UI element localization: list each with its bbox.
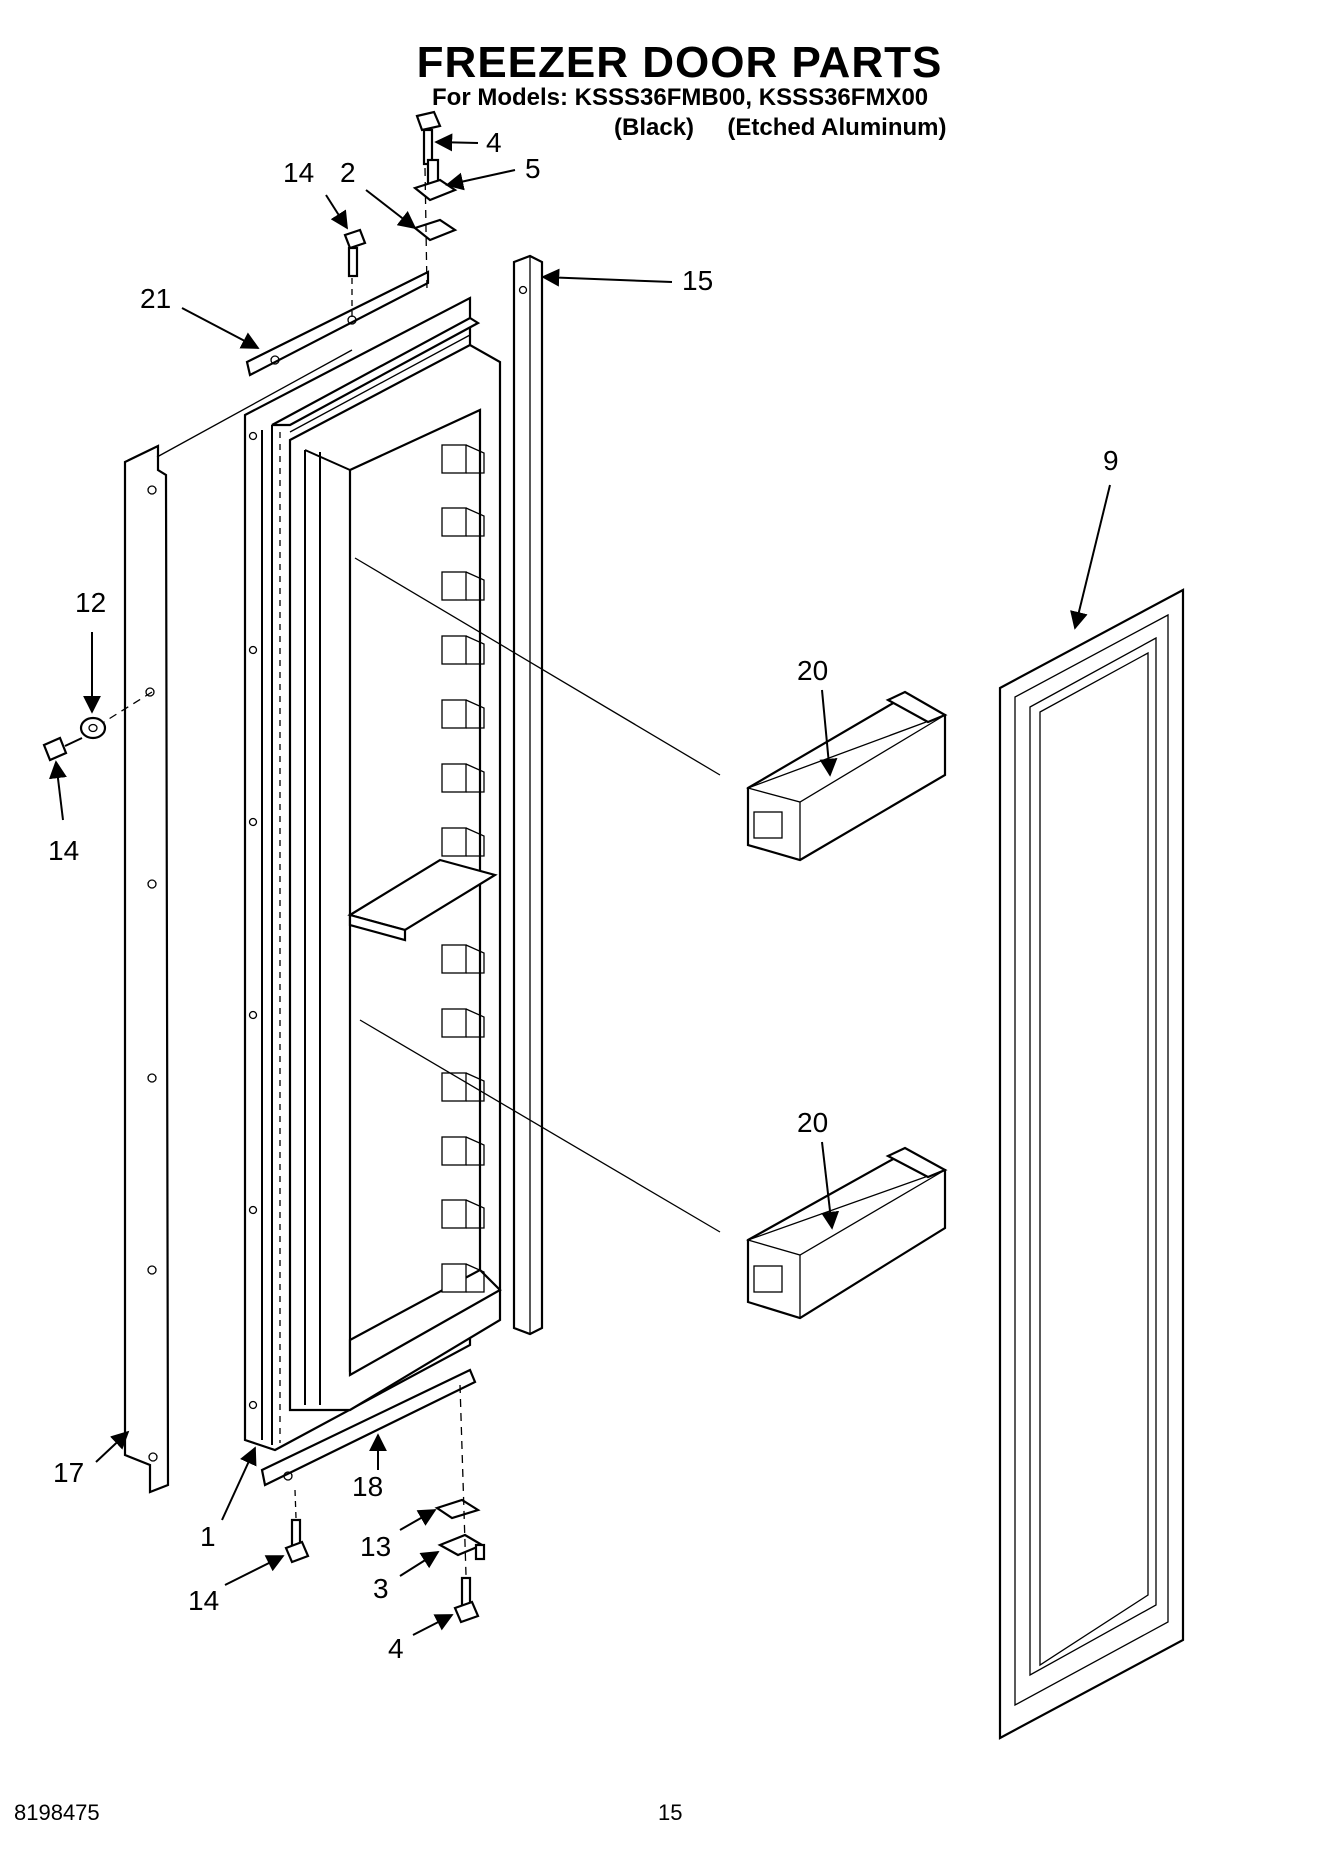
callout-label: 14: [188, 1585, 219, 1616]
callout-label: 12: [75, 587, 106, 618]
assembly-guide-lines: [103, 167, 721, 1576]
page-number: 15: [658, 1800, 683, 1825]
callout-label: 2: [340, 157, 356, 188]
part-3-bottom-hinge: [437, 1533, 486, 1561]
part-12-washer: [79, 716, 107, 740]
callout-label: 21: [140, 283, 171, 314]
page-title: FREEZER DOOR PARTS: [416, 38, 943, 87]
callout-label: 20: [797, 1107, 828, 1138]
callout-9: 9: [1070, 445, 1119, 630]
part-4-top-screw: [415, 110, 442, 166]
callout-label: 13: [360, 1531, 391, 1562]
callout-15: 15: [541, 265, 713, 296]
callout-label: 4: [486, 127, 502, 158]
model-variants: (Black) (Etched Aluminum): [614, 114, 946, 142]
callout-5: 5: [445, 153, 541, 191]
part-20-upper-bin: [745, 690, 948, 862]
callout-4-bottom: 4: [388, 1614, 454, 1664]
part-18-bottom-bracket: [260, 1368, 477, 1487]
part-9-door-panel: [998, 588, 1185, 1740]
document-number: 8198475: [14, 1800, 100, 1825]
part-4-bottom-screw: [453, 1576, 480, 1624]
variant-etched-aluminum: (Etched Aluminum): [727, 114, 947, 141]
callout-label: 3: [373, 1573, 389, 1604]
model-numbers: For Models: KSSS36FMB00, KSSS36FMX00: [432, 84, 929, 111]
callout-1: 1: [200, 1446, 257, 1552]
variant-black: (Black): [614, 114, 695, 141]
part-20-lower-bin: [745, 1146, 948, 1320]
callout-label: 14: [283, 157, 314, 188]
callout-13: 13: [360, 1509, 437, 1562]
callout-4-top: 4: [434, 127, 502, 158]
callout-label: 20: [797, 655, 828, 686]
callout-14-bottom: 14: [188, 1555, 285, 1616]
part-5-top-hinge: [412, 158, 458, 202]
callout-label: 5: [525, 153, 541, 184]
part-17-side-panel: [123, 444, 170, 1494]
callout-17: 17: [53, 1430, 130, 1488]
part-14-left-screw: [42, 736, 83, 762]
callout-14-top: 14: [283, 157, 348, 230]
callout-20-upper: 20: [797, 655, 838, 777]
part-14-bottom-screw: [284, 1518, 310, 1564]
part-2-hinge-shim: [412, 218, 458, 242]
callout-12: 12: [75, 587, 106, 714]
callout-label: 9: [1103, 445, 1119, 476]
part-15-vertical-trim: [512, 254, 544, 1336]
callout-21: 21: [140, 283, 260, 349]
callout-label: 4: [388, 1633, 404, 1664]
callout-14-left: 14: [48, 760, 79, 866]
part-1-door-liner: [243, 296, 502, 1452]
callout-3: 3: [373, 1551, 440, 1604]
callout-label: 17: [53, 1457, 84, 1488]
callout-2: 2: [340, 157, 417, 230]
callout-label: 18: [352, 1471, 383, 1502]
callout-label: 1: [200, 1521, 216, 1552]
part-14-top-screw: [343, 228, 367, 278]
callout-20-lower: 20: [797, 1107, 840, 1230]
callout-label: 15: [682, 265, 713, 296]
part-13-hinge-shim: [434, 1498, 481, 1520]
callout-label: 14: [48, 835, 79, 866]
callout-18: 18: [352, 1433, 387, 1502]
